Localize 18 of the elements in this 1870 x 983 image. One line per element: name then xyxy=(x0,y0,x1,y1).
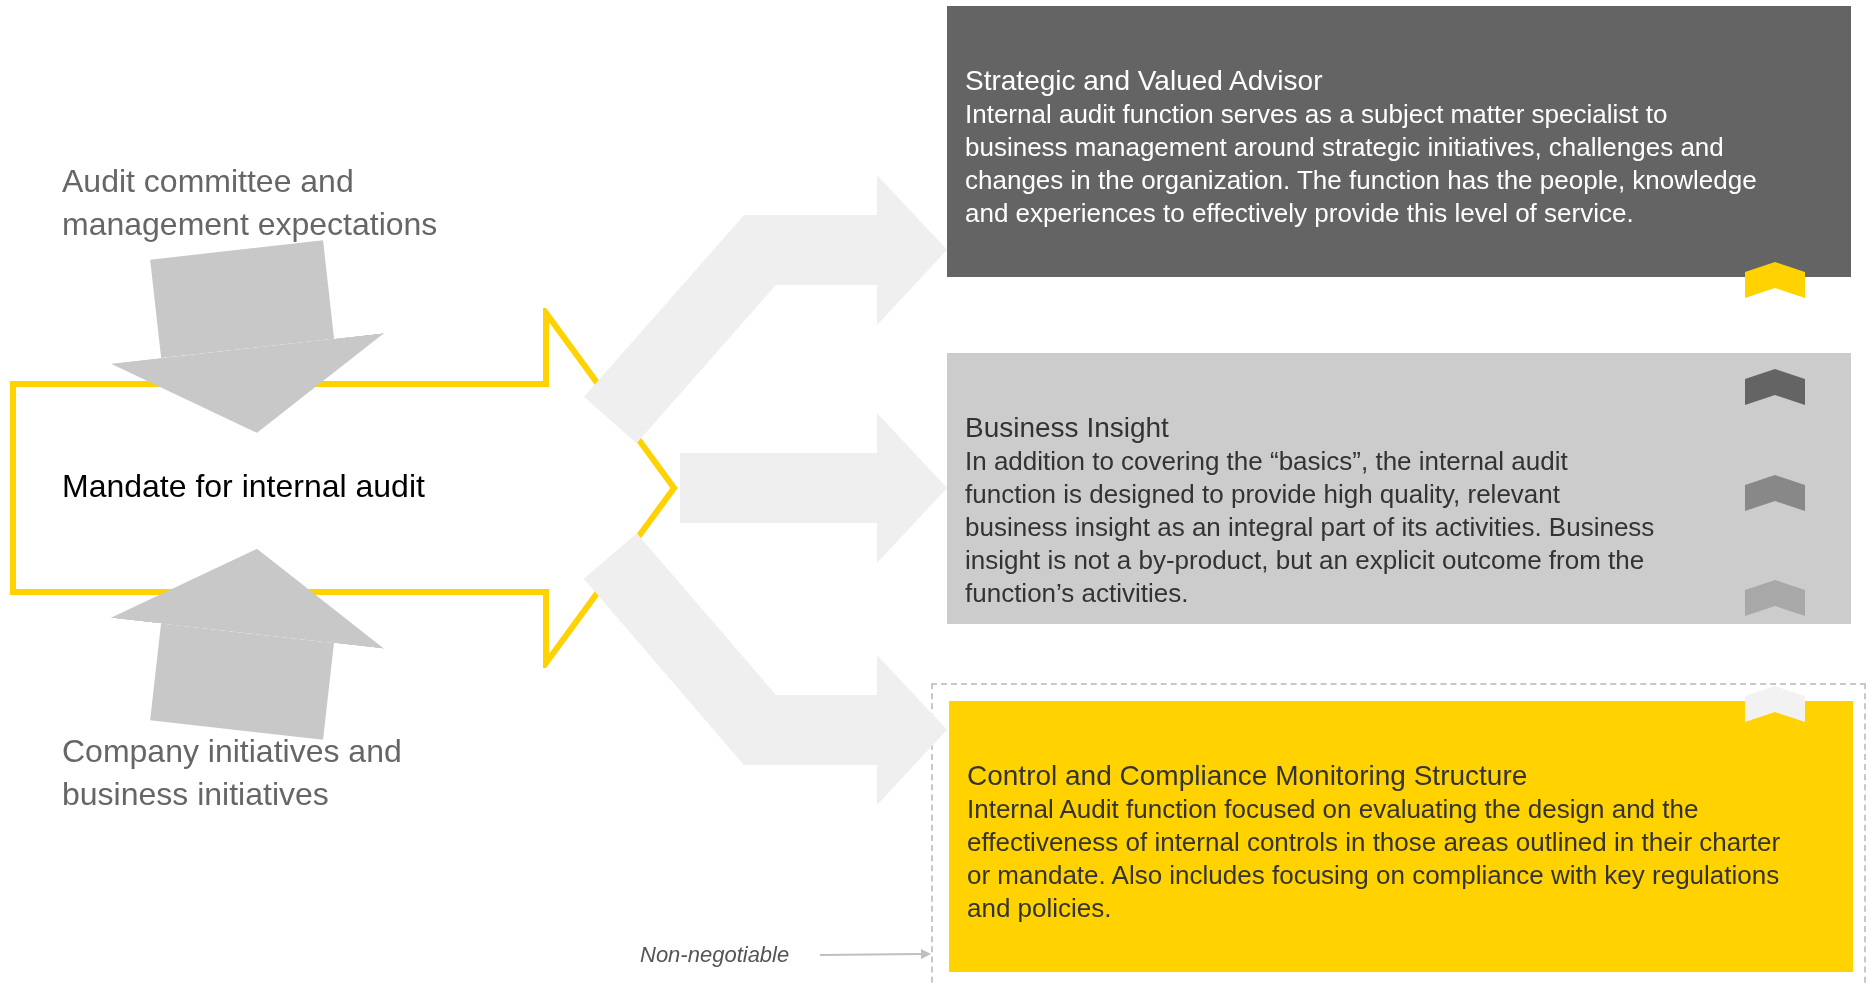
info-card xyxy=(947,6,1851,277)
arrow xyxy=(819,949,931,960)
arrow xyxy=(680,413,947,563)
card-description: Internal Audit function focused on evaluating the design and the effectiveness of internal controls in those areas outlined in their charter or mandate. Also includes focusing on compliance with key regulations and policies. xyxy=(967,793,1782,925)
card-description: Internal audit function serves as a subject matter specialist to business management around strategic initiatives, challenges and changes in the organization. The function has the people, knowledge and experiences to effectively provide this level of service. xyxy=(965,98,1758,230)
heading-text: Audit committee and management expectations xyxy=(62,162,439,245)
card-title: Strategic and Valued Advisor xyxy=(965,64,1324,98)
arrow xyxy=(584,174,947,444)
card-title: Business Insight xyxy=(965,411,1170,445)
card-title: Control and Compliance Monitoring Structure xyxy=(967,759,1529,793)
block-arrow xyxy=(110,240,385,433)
card-description: In addition to covering the “basics”, the internal audit function is designed to provide high quality, relevant business insight as an integral part of its activities. Business insight is not a by-product, but an explicit outcome from the function’s activities. xyxy=(965,445,1655,610)
arrow xyxy=(583,533,947,805)
block-arrow xyxy=(110,548,385,740)
annotation-text: Non-negotiable xyxy=(640,941,791,969)
info-card xyxy=(947,353,1851,624)
arrow-label: Mandate for internal audit xyxy=(62,468,425,505)
heading-text: Company initiatives and business initiatives xyxy=(62,732,403,815)
